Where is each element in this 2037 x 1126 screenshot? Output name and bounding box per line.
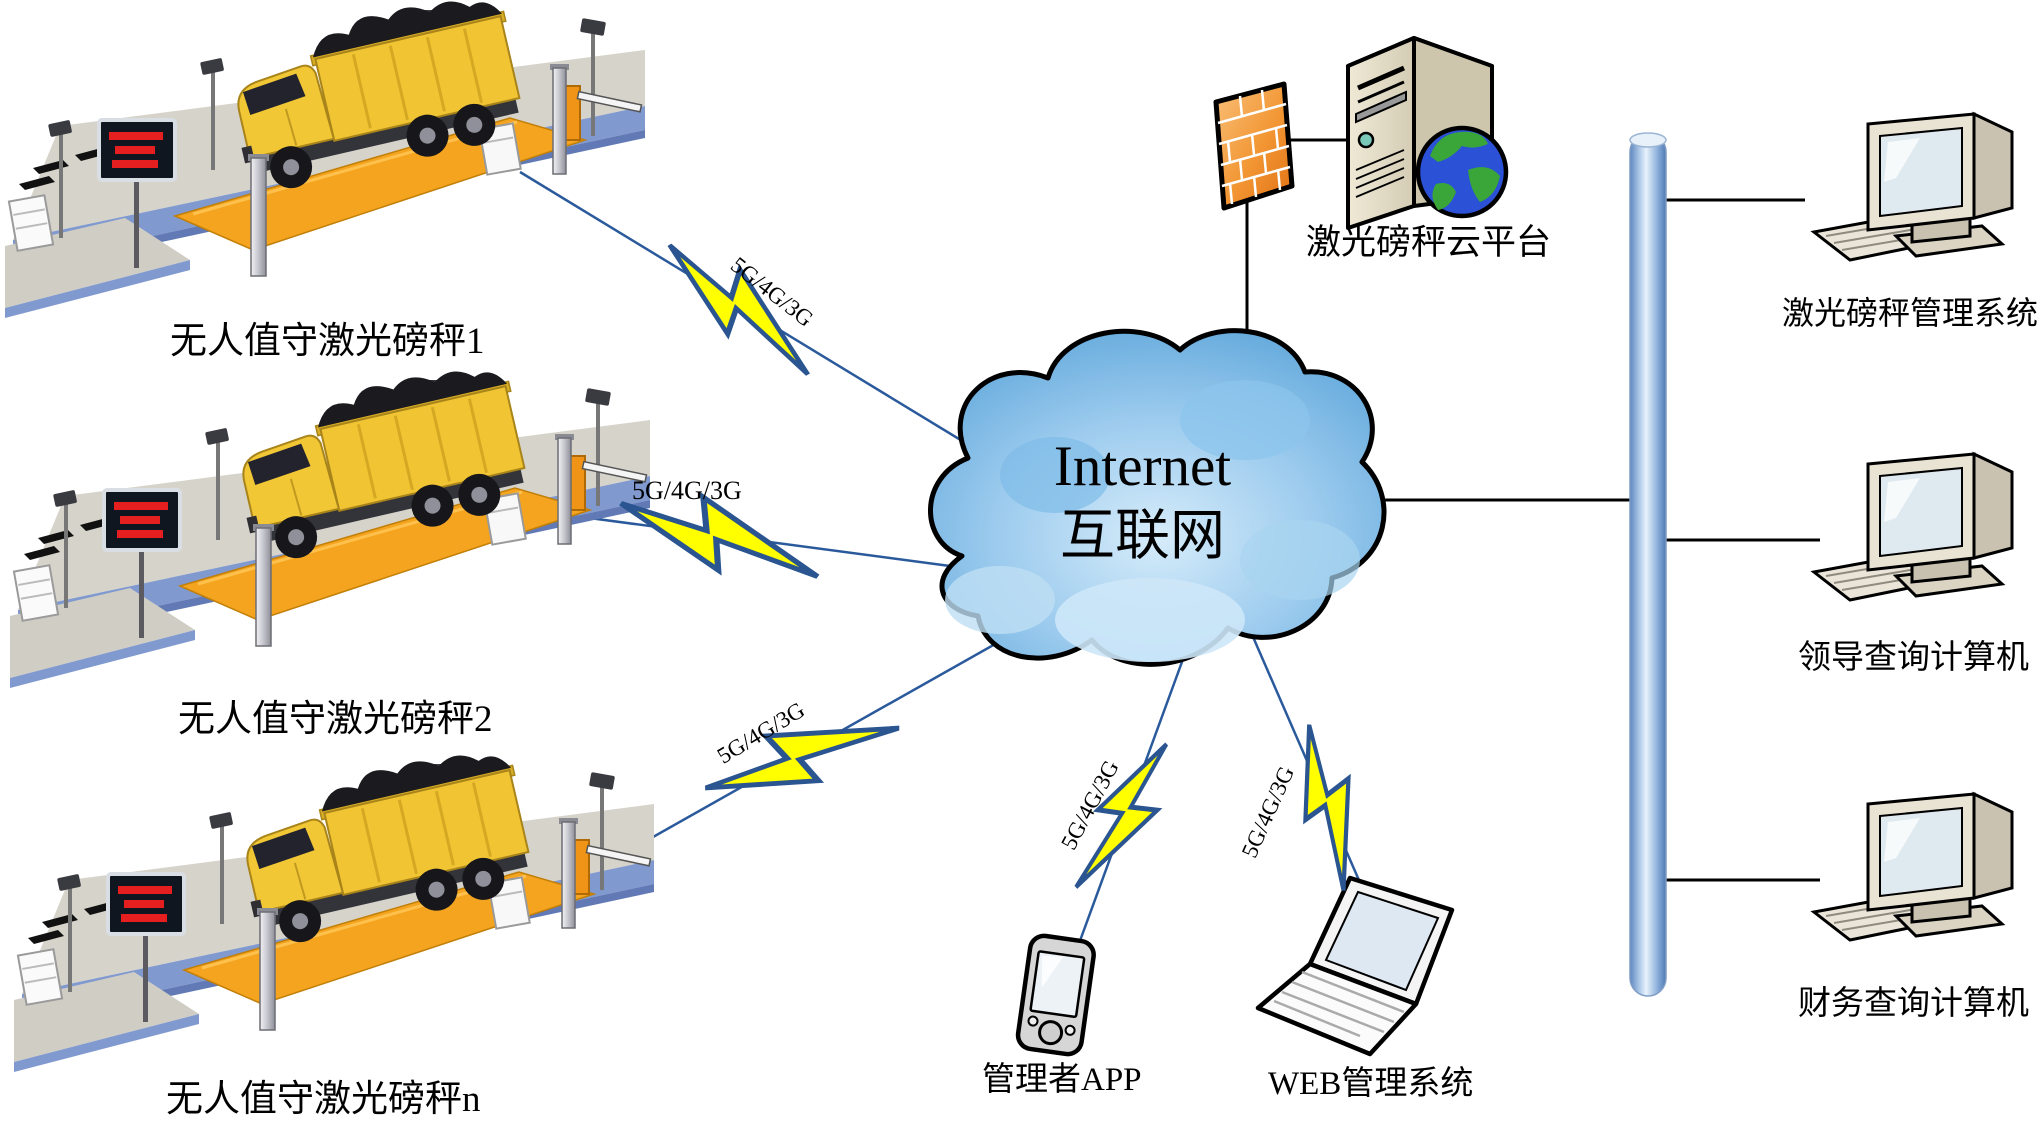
web-terminal-icon [1255, 875, 1455, 1057]
network-backbone-bar [1629, 132, 1667, 997]
terminal-2-label: 领导查询计算机 [1798, 640, 2029, 676]
internet-cloud-title: Internet [1053, 435, 1232, 498]
management-computer-icon [1812, 112, 2014, 262]
cellular-label-2: 5G/4G/3G [632, 476, 742, 505]
leader-computer-icon [1812, 452, 2014, 602]
cloud-platform-label: 激光磅秤云平台 [1306, 223, 1552, 262]
terminal-3-label: 财务查询计算机 [1798, 986, 2029, 1022]
station-2-label: 无人值守激光磅秤2 [178, 699, 493, 740]
terminal-1-label: 激光磅秤管理系统 [1782, 295, 2037, 331]
mobile-app-label: 管理者APP [982, 1062, 1142, 1098]
web-terminal-label: WEB管理系统 [1268, 1066, 1474, 1102]
cellular-link-bolt-5 [1271, 719, 1389, 893]
firewall-icon [1213, 81, 1295, 211]
cloud-server-icon [1346, 36, 1509, 230]
weighbridge-station-n-illustration [12, 738, 656, 1074]
weighbridge-station-1-illustration [3, 0, 647, 321]
weighbridge-station-2-illustration [8, 354, 652, 690]
finance-computer-icon [1812, 792, 2014, 942]
station-1-label: 无人值守激光磅秤1 [170, 321, 485, 362]
globe-icon [1415, 125, 1509, 219]
station-n-label: 无人值守激光磅秤n [166, 1079, 481, 1120]
mobile-app-icon [1015, 933, 1096, 1057]
internet-cloud-subtitle: 互联网 [1059, 505, 1225, 566]
internet-cloud [928, 328, 1387, 667]
